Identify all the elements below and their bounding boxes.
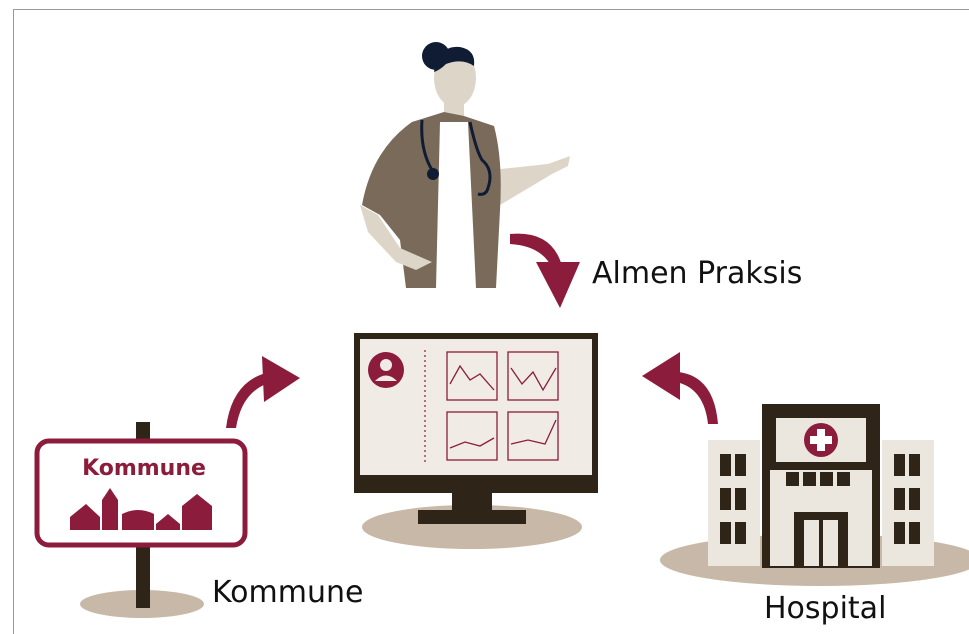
hospital-label: Hospital [764, 591, 887, 626]
curved-arrow-icon [226, 356, 300, 428]
doctor-figure-icon [360, 42, 570, 288]
user-avatar-icon [368, 352, 404, 388]
hospital-building-icon [660, 404, 969, 586]
curved-arrow-icon [510, 233, 580, 308]
line-chart-icon [507, 351, 559, 401]
diagram-frame [13, 9, 969, 634]
sign-text: Kommune [82, 456, 206, 481]
line-chart-icon [507, 411, 559, 461]
line-chart-icon [446, 351, 498, 401]
curved-arrow-icon [642, 352, 718, 424]
town-sign-icon: Kommune [34, 422, 248, 618]
almen-praksis-label: Almen Praksis [592, 256, 803, 291]
computer-monitor-icon [354, 333, 598, 549]
line-chart-icon [446, 411, 498, 461]
arrows [226, 233, 718, 428]
kommune-label: Kommune [212, 575, 364, 610]
